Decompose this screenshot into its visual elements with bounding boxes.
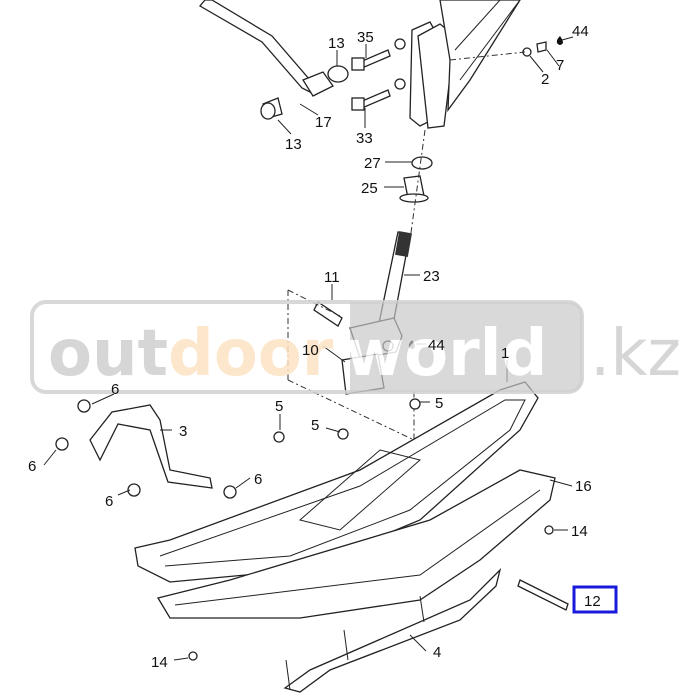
highlight-box[interactable] bbox=[572, 585, 618, 614]
callout-23: 23 bbox=[423, 268, 440, 285]
callout-44: 44 bbox=[428, 337, 445, 354]
callout-13: 13 bbox=[328, 35, 345, 52]
callout-27: 27 bbox=[364, 155, 381, 172]
watermark-kz: .kz bbox=[590, 317, 681, 391]
long-bolt bbox=[517, 579, 569, 611]
callout-13: 13 bbox=[285, 136, 302, 153]
callout-2: 2 bbox=[541, 71, 549, 88]
o-ring bbox=[411, 156, 433, 170]
callout-6: 6 bbox=[111, 381, 119, 398]
callout-3: 3 bbox=[179, 423, 187, 440]
callout-6: 6 bbox=[28, 458, 36, 475]
leader-lines bbox=[43, 36, 574, 661]
callout-7: 7 bbox=[556, 57, 564, 74]
callout-5: 5 bbox=[435, 395, 443, 412]
callout-14: 14 bbox=[151, 654, 168, 671]
callout-12-highlighted[interactable]: 12 bbox=[584, 593, 601, 610]
bushing bbox=[399, 175, 429, 203]
callout-labels: 13 35 44 7 2 17 13 33 27 25 11 23 10 44 … bbox=[28, 23, 618, 671]
callout-4: 4 bbox=[433, 644, 441, 661]
callout-1: 1 bbox=[501, 345, 509, 362]
callout-5: 5 bbox=[311, 417, 319, 434]
callout-11: 11 bbox=[324, 269, 340, 286]
callout-35: 35 bbox=[357, 29, 374, 46]
bolts bbox=[351, 38, 406, 111]
callout-16: 16 bbox=[575, 478, 592, 495]
watermark-world: world bbox=[345, 317, 547, 391]
ski bbox=[134, 381, 556, 693]
watermark-out: out bbox=[48, 317, 168, 391]
callout-44: 44 bbox=[572, 23, 589, 40]
nuts bbox=[273, 398, 421, 443]
callout-14: 14 bbox=[571, 523, 588, 540]
callout-5: 5 bbox=[275, 398, 283, 415]
callout-25: 25 bbox=[361, 180, 378, 197]
callout-6: 6 bbox=[254, 471, 262, 488]
callout-6: 6 bbox=[105, 493, 113, 510]
frame bbox=[409, 0, 563, 129]
watermark-logo: out door world .kz bbox=[30, 300, 681, 394]
bumper bbox=[55, 399, 237, 499]
callout-33: 33 bbox=[356, 130, 373, 147]
callout-10: 10 bbox=[302, 342, 319, 359]
steering-arm bbox=[199, 0, 349, 120]
callout-17: 17 bbox=[315, 114, 332, 131]
watermark-door: door bbox=[168, 317, 334, 391]
